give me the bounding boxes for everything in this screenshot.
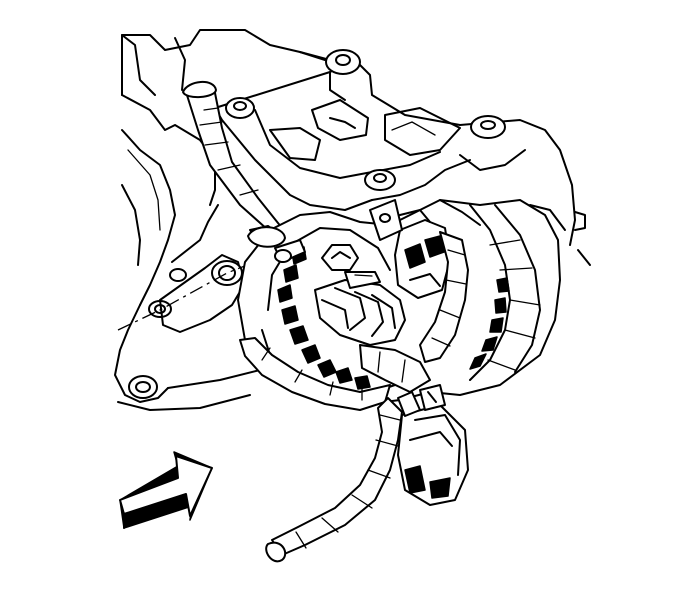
harness-lower-pigtail [265, 397, 403, 563]
mount-bracket-left [128, 204, 245, 399]
alternator-vent-slots [277, 246, 510, 390]
alternator-pulley-nut [274, 239, 359, 271]
harness-connector [397, 384, 469, 506]
harness-alternator-loop [239, 226, 469, 411]
b-plus-terminal-boot [314, 271, 406, 346]
regulator-connector [369, 199, 451, 299]
direction-arrow-icon [119, 451, 213, 529]
engine-block-outline [114, 29, 326, 411]
frame-bolt-bosses [225, 49, 591, 266]
